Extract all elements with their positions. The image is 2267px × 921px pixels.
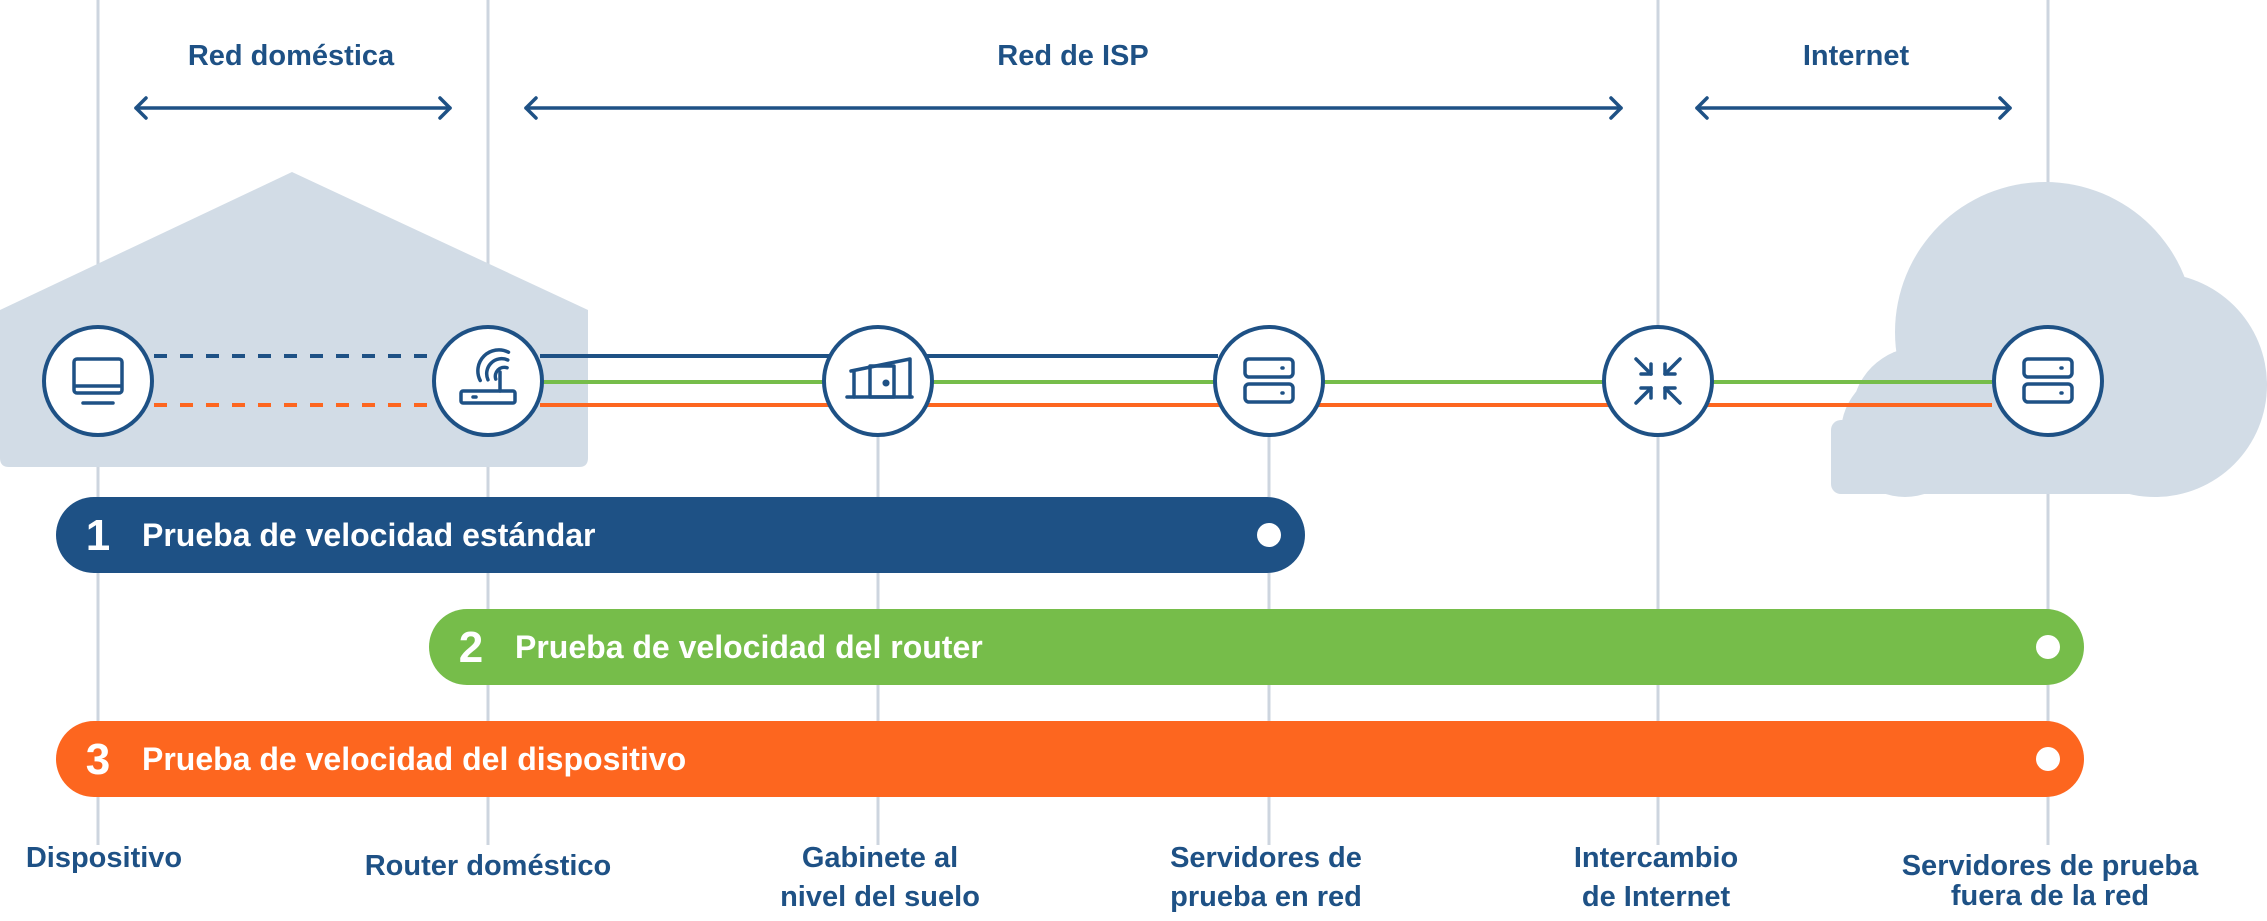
zone-arrows	[134, 96, 2012, 120]
test-number: 3	[86, 735, 110, 784]
arrow-isp-zone	[524, 96, 1623, 120]
exchange-icon	[1634, 357, 1682, 405]
node-label-gabinete-line1: Gabinete al	[802, 842, 958, 874]
cabinet-icon	[845, 357, 914, 399]
node-gabinete	[822, 325, 934, 437]
node-label-servidores-fuera-line2: fuera de la red	[1951, 880, 2149, 912]
monitor-icon	[72, 357, 124, 405]
test-bar-background	[429, 609, 2084, 685]
zone-label-internet: Internet	[1803, 40, 1910, 72]
node-label-dispositivo: Dispositivo	[26, 842, 182, 874]
test-bar-1: 1 Prueba de velocidad estándar	[56, 497, 1305, 573]
test-number: 2	[459, 623, 483, 672]
test-bar-2: 2 Prueba de velocidad del router	[429, 609, 2084, 685]
node-label-servidores-red-line2: prueba en red	[1170, 881, 1362, 913]
test-bar-3: 3 Prueba de velocidad del dispositivo	[56, 721, 2084, 797]
test-endpoint-dot	[2036, 747, 2060, 771]
test-bar-background	[56, 721, 2084, 797]
test-label: Prueba de velocidad estándar	[142, 517, 596, 553]
router-icon	[459, 348, 517, 405]
test-label: Prueba de velocidad del router	[515, 629, 983, 665]
zone-label-home: Red doméstica	[188, 40, 395, 72]
node-dispositivo	[42, 325, 154, 437]
node-label-gabinete-line2: nivel del suelo	[780, 881, 980, 913]
test-endpoint-dot	[1257, 523, 1281, 547]
node-label-router: Router doméstico	[365, 850, 612, 882]
zone-label-isp: Red de ISP	[997, 40, 1149, 72]
node-label-intercambio-line1: Intercambio	[1574, 842, 1738, 874]
server-icon	[2022, 357, 2074, 404]
node-intercambio	[1602, 325, 1714, 437]
test-bar-background	[56, 497, 1305, 573]
arrow-internet-zone	[1695, 96, 2012, 120]
node-label-intercambio-line2: de Internet	[1582, 881, 1731, 913]
test-number: 1	[86, 511, 110, 560]
test-endpoint-dot	[2036, 635, 2060, 659]
server-icon	[1243, 357, 1295, 404]
node-servidores-fuera	[1992, 325, 2104, 437]
node-label-servidores-fuera-line1: Servidores de prueba	[1902, 850, 2199, 882]
node-servidores-red	[1213, 325, 1325, 437]
arrow-home-zone	[134, 96, 452, 120]
test-label: Prueba de velocidad del dispositivo	[142, 741, 686, 777]
node-label-servidores-red-line1: Servidores de	[1170, 842, 1362, 874]
